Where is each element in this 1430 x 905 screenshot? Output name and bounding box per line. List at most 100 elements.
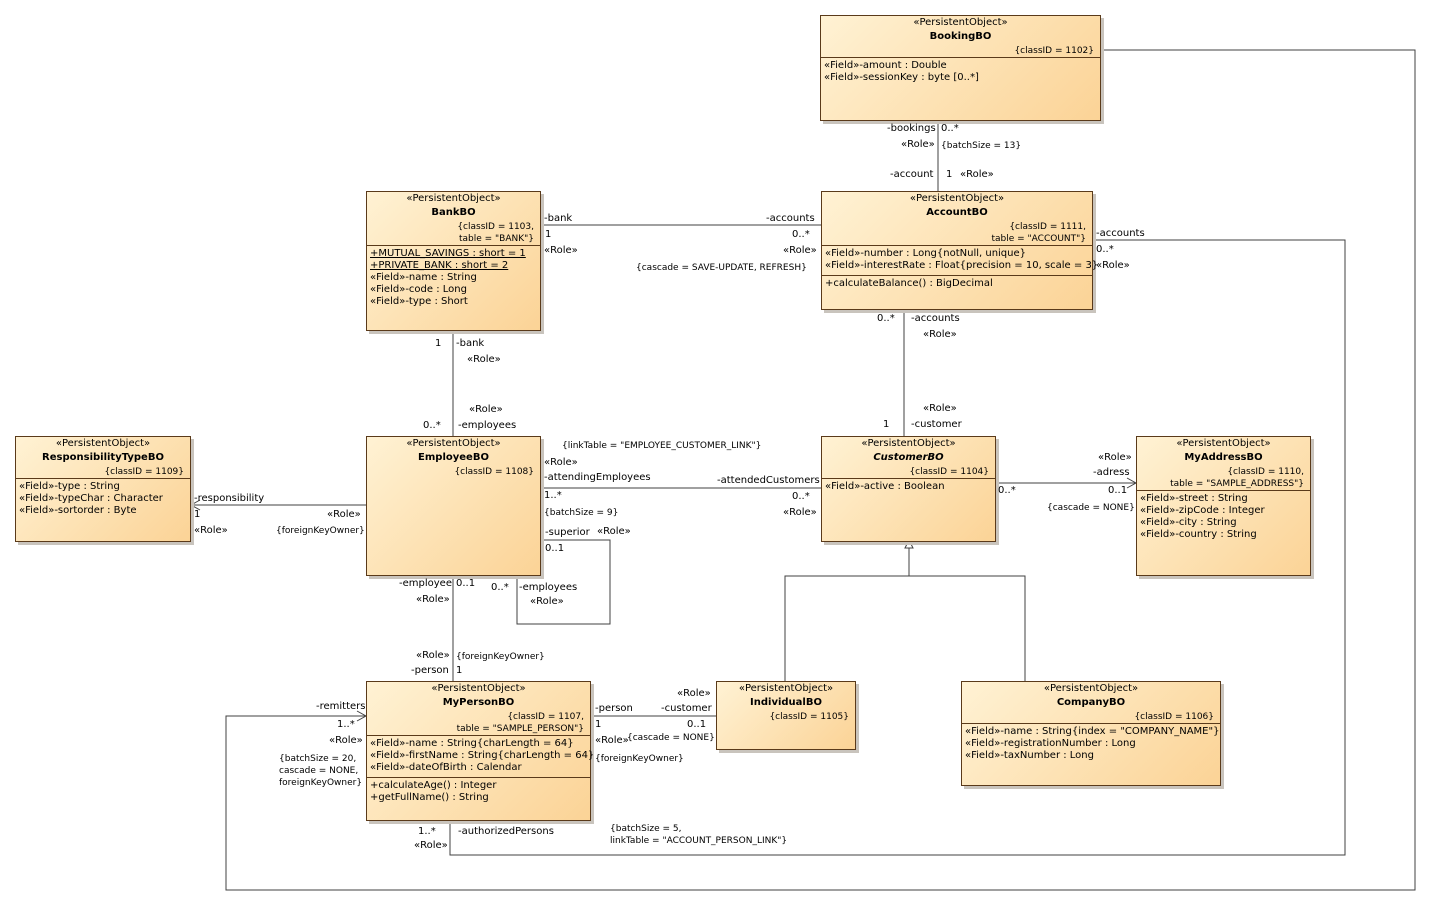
class-bankbo[interactable]: «PersistentObject» BankBO {classID = 110… [366,191,541,331]
attribute: «Field»-name : String{index = "COMPANY_N… [965,726,1220,737]
constraint-label: {batchSize = 20, cascade = NONE, foreign… [279,754,363,788]
attributes-compartment: «Field»-type : String «Field»-typeChar :… [16,478,190,520]
class-tag: {classID = 1106} [1134,712,1214,722]
multiplicity-label: 0..* [877,313,895,324]
class-employeebo[interactable]: «PersistentObject» EmployeeBO {classID =… [366,436,541,576]
attributes-compartment: «Field»-street : String «Field»-zipCode … [1137,490,1310,544]
class-accountbo[interactable]: «PersistentObject» AccountBO {classID = … [821,191,1099,310]
role-label: -accounts [1096,228,1145,239]
multiplicity-label: 0..* [1096,244,1114,255]
role-label: -authorizedPersons [458,826,554,837]
multiplicity-label: 0..1 [687,719,707,730]
role-stereotype: «Role» [595,735,629,746]
multiplicity-label: 1 [194,509,201,520]
stereotype: «PersistentObject» [861,438,956,449]
constraint-label: {batchSize = 13} [941,141,1022,151]
role-label: -remitters [316,701,366,712]
class-companybo[interactable]: «PersistentObject» CompanyBO {classID = … [961,681,1221,786]
multiplicity-label: 0..1 [1108,485,1128,496]
role-stereotype: «Role» [544,457,578,468]
class-responsibilitytypebo[interactable]: «PersistentObject» ResponsibilityTypeBO … [15,436,191,542]
stereotype: «PersistentObject» [909,193,1005,204]
attributes-compartment: +MUTUAL_SAVINGS : short = 1 +PRIVATE_BAN… [367,245,540,311]
attribute: «Field»-taxNumber : Long [965,750,1094,761]
class-myaddressbo[interactable]: «PersistentObject» MyAddressBO {classID … [1136,436,1311,576]
class-name: MyPersonBO [442,697,515,708]
attributes-compartment: «Field»-name : String{index = "COMPANY_N… [962,723,1220,765]
attribute: «Field»-active : Boolean [825,481,945,492]
role-stereotype: «Role» [467,354,501,365]
multiplicity-label: 0..* [792,229,810,240]
class-mypersonbo[interactable]: «PersistentObject» MyPersonBO {classID =… [366,681,594,821]
class-tag: {classID = 1104} [909,467,989,477]
class-tag: {classID = 1111, table = "ACCOUNT"} [991,222,1086,244]
role-stereotype: «Role» [923,329,957,340]
role-label: -accounts [766,213,815,224]
attribute: «Field»-name : String{charLength = 64} [370,738,574,749]
attributes-compartment: «Field»-name : String{charLength = 64} «… [367,735,594,777]
multiplicity-label: 1 [435,338,442,349]
role-stereotype: «Role» [416,594,450,605]
attribute: «Field»-interestRate : Float{precision =… [825,260,1099,271]
attribute: «Field»-street : String [1140,493,1248,504]
role-label: -attendedCustomers [717,475,820,486]
class-bookingbo[interactable]: «PersistentObject» BookingBO {classID = … [820,15,1101,121]
role-label: -bank [544,213,573,224]
class-tag: {classID = 1102} [1014,46,1094,56]
role-stereotype: «Role» [414,840,448,851]
attribute: «Field»-country : String [1140,529,1257,540]
role-label: -superior [545,527,590,538]
multiplicity-label: 0..* [491,582,509,593]
stereotype: «PersistentObject» [55,438,151,449]
account-persons-line [449,239,1346,856]
operation: +getFullName() : String [370,792,489,803]
multiplicity-label: 0..* [423,420,441,431]
multiplicity-label: 1 [595,719,602,730]
class-name: BankBO [431,207,476,218]
stereotype: «PersistentObject» [406,193,501,204]
role-label: -employee [399,578,452,589]
class-name: EmployeeBO [418,452,489,463]
multiplicity-label: 1..* [337,719,355,730]
static-attribute: +PRIVATE_BANK : short = 2 [370,260,509,271]
responsibility-arrow-icon [189,499,201,511]
role-label: -employees [519,582,578,593]
multiplicity-label: 0..1 [545,543,565,554]
class-name: BookingBO [929,31,992,42]
attribute: «Field»-sessionKey : byte [0..*] [824,72,979,83]
stereotype: «PersistentObject» [738,683,834,694]
constraint-label: {cascade = SAVE-UPDATE, REFRESH} [636,263,807,273]
booking-remitters-line [225,49,1416,891]
class-customerbo[interactable]: «PersistentObject» CustomerBO {classID =… [821,436,996,542]
operation: +calculateBalance() : BigDecimal [825,278,993,289]
constraint-label: {batchSize = 9} [544,508,619,518]
attribute: «Field»-city : String [1140,517,1237,528]
role-stereotype: «Role» [416,650,450,661]
operations-compartment: +calculateAge() : Integer +getFullName()… [367,777,590,807]
generalization-arrow-icon [904,538,914,549]
attribute: «Field»-dateOfBirth : Calendar [370,762,522,773]
role-label: -bookings [887,123,936,134]
class-tag: {classID = 1109} [104,467,184,477]
class-name: MyAddressBO [1184,452,1263,463]
role-stereotype: «Role» [783,507,817,518]
class-tag: {classID = 1107, table = "SAMPLE_PERSON"… [456,712,584,734]
role-stereotype: «Role» [783,245,817,256]
class-tag: {classID = 1110, table = "SAMPLE_ADDRESS… [1170,467,1304,489]
stereotype: «PersistentObject» [913,17,1008,28]
multiplicity-label: 0..* [941,123,959,134]
role-stereotype: «Role» [530,596,564,607]
class-individualbo[interactable]: «PersistentObject» IndividualBO {classID… [716,681,856,750]
class-name: AccountBO [926,207,988,218]
role-label: -customer [661,703,712,714]
role-stereotype: «Role» [677,688,711,699]
multiplicity-label: 1 [456,665,463,676]
attribute: «Field»-type : String [19,481,120,492]
static-attribute: +MUTUAL_SAVINGS : short = 1 [370,248,526,259]
attribute: «Field»-sortorder : Byte [19,505,137,516]
operations-compartment: +calculateBalance() : BigDecimal [822,275,1092,293]
constraint-label: {batchSize = 5, linkTable = "ACCOUNT_PER… [610,824,788,846]
stereotype: «PersistentObject» [406,438,501,449]
multiplicity-label: 1 [545,229,552,240]
